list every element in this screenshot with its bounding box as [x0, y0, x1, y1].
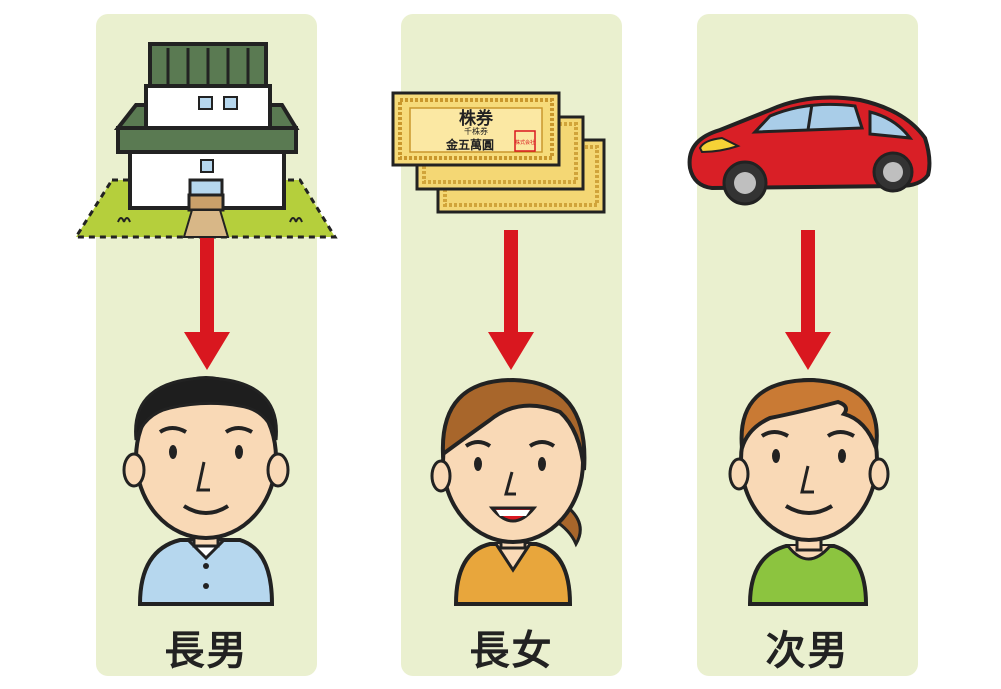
certificate-title: 株券 — [459, 108, 494, 129]
arrow-3 — [785, 230, 831, 370]
arrow-2 — [488, 230, 534, 370]
car-icon — [687, 95, 932, 206]
eldest-daughter-avatar — [430, 377, 587, 606]
certificate-amount: 金五萬圓 — [445, 137, 494, 152]
heir-label-eldest-son: 長男 — [164, 628, 249, 674]
arrow-1 — [184, 238, 230, 370]
house-icon — [73, 42, 338, 239]
stock-certificate-icon: 株券 千株券 金五萬圓 株式会社 — [391, 91, 606, 214]
heir-label-second-son: 次男 — [765, 628, 850, 674]
second-son-avatar — [728, 377, 890, 606]
certificate-seal: 株式会社 — [515, 139, 535, 146]
eldest-son-avatar — [122, 376, 290, 606]
certificate-subtitle: 千株券 — [464, 126, 488, 136]
heir-label-eldest-daughter: 長女 — [469, 628, 554, 674]
